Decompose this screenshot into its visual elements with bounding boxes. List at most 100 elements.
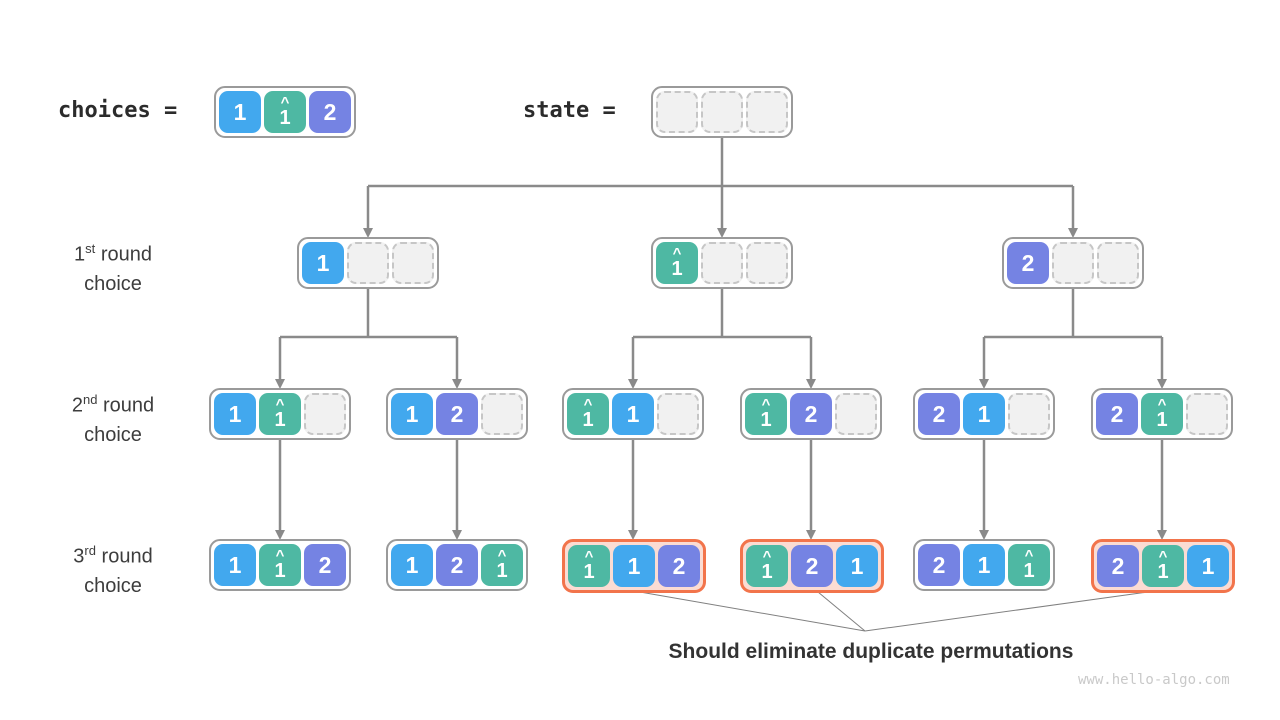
cell-digit: 1 (760, 408, 772, 431)
choice-cell-1-hat: ^1 (264, 91, 306, 133)
watermark: www.hello-algo.com (1078, 672, 1230, 688)
row-label-2nd: 2nd round choice (38, 385, 188, 450)
choice-cell-1: 1 (613, 545, 655, 587)
state-node-round1: ^1 (651, 237, 793, 289)
empty-cell (1052, 242, 1094, 284)
row-label-line1: 1st round (74, 241, 152, 266)
choice-cell-1: 1 (836, 545, 878, 587)
empty-cell (701, 91, 743, 133)
choice-cell-1-hat: ^1 (568, 545, 610, 587)
choice-cell-1: 1 (219, 91, 261, 133)
empty-cell (835, 393, 877, 435)
cell-digit: 1 (1023, 559, 1035, 582)
cell-digit: 1 (274, 559, 286, 582)
empty-cell (347, 242, 389, 284)
hat-mark: ^ (1024, 546, 1034, 564)
choice-cell-1: 1 (302, 242, 344, 284)
choice-cell-1-hat: ^1 (1141, 393, 1183, 435)
choice-cell-2: 2 (918, 393, 960, 435)
row-label-line2: choice (84, 423, 142, 446)
choice-cell-2: 2 (436, 393, 478, 435)
hat-mark: ^ (275, 395, 285, 413)
hat-mark: ^ (672, 244, 682, 262)
empty-cell (481, 393, 523, 435)
choice-cell-1-hat: ^1 (746, 545, 788, 587)
connector-line (864, 591, 1149, 632)
choice-cell-2: 2 (1096, 393, 1138, 435)
empty-cell (392, 242, 434, 284)
row-label-line2: choice (84, 574, 142, 597)
choice-cell-1-hat: ^1 (1008, 544, 1050, 586)
row-label-1st: 1st round choice (38, 234, 188, 299)
hat-mark: ^ (584, 547, 594, 565)
connector-line (639, 591, 866, 632)
choice-cell-1: 1 (391, 393, 433, 435)
empty-cell (1008, 393, 1050, 435)
empty-cell (746, 91, 788, 133)
cell-digit: 1 (1156, 408, 1168, 431)
hat-mark: ^ (583, 395, 593, 413)
cell-digit: 1 (279, 106, 291, 129)
row-label-line2: choice (84, 272, 142, 295)
choice-cell-2: 2 (658, 545, 700, 587)
cell-digit: 1 (671, 257, 683, 280)
choice-cell-1-hat: ^1 (1142, 545, 1184, 587)
cell-digit: 1 (583, 560, 595, 583)
choice-cell-1-hat: ^1 (259, 544, 301, 586)
cell-digit: 1 (274, 408, 286, 431)
choice-cell-1: 1 (391, 544, 433, 586)
empty-cell (304, 393, 346, 435)
row-label-3rd: 3rd round choice (38, 536, 188, 601)
choice-cell-1: 1 (214, 544, 256, 586)
hat-mark: ^ (761, 395, 771, 413)
choice-cell-1: 1 (963, 393, 1005, 435)
hat-mark: ^ (1157, 395, 1167, 413)
choice-cell-1-hat: ^1 (567, 393, 609, 435)
state-node-round1: 1 (297, 237, 439, 289)
hat-mark: ^ (280, 93, 290, 111)
state-box (651, 86, 793, 138)
choice-cell-2: 2 (790, 393, 832, 435)
choice-cell-1-hat: ^1 (259, 393, 301, 435)
cell-digit: 1 (761, 560, 773, 583)
choice-cell-1: 1 (963, 544, 1005, 586)
choice-cell-1: 1 (214, 393, 256, 435)
choice-cell-2: 2 (309, 91, 351, 133)
empty-cell (746, 242, 788, 284)
choice-cell-1-hat: ^1 (656, 242, 698, 284)
connector-line (817, 591, 866, 632)
empty-cell (656, 91, 698, 133)
choice-cell-1-hat: ^1 (481, 544, 523, 586)
hat-mark: ^ (762, 547, 772, 565)
state-node-round2: 2^1 (1091, 388, 1233, 440)
row-label-line1: 3rd round (73, 543, 153, 568)
empty-cell (701, 242, 743, 284)
choice-cell-2: 2 (918, 544, 960, 586)
duplicate-note: Should eliminate duplicate permutations (668, 640, 1074, 663)
choice-cell-2: 2 (1097, 545, 1139, 587)
state-node-round1: 2 (1002, 237, 1144, 289)
choice-cell-2: 2 (436, 544, 478, 586)
choice-cell-1-hat: ^1 (745, 393, 787, 435)
hat-mark: ^ (497, 546, 507, 564)
hat-mark: ^ (1158, 547, 1168, 565)
state-node-round2: 1^1 (209, 388, 351, 440)
choice-cell-2: 2 (791, 545, 833, 587)
empty-cell (1186, 393, 1228, 435)
choice-cell-2: 2 (304, 544, 346, 586)
empty-cell (657, 393, 699, 435)
empty-cell (1097, 242, 1139, 284)
state-label: state = (523, 98, 616, 123)
